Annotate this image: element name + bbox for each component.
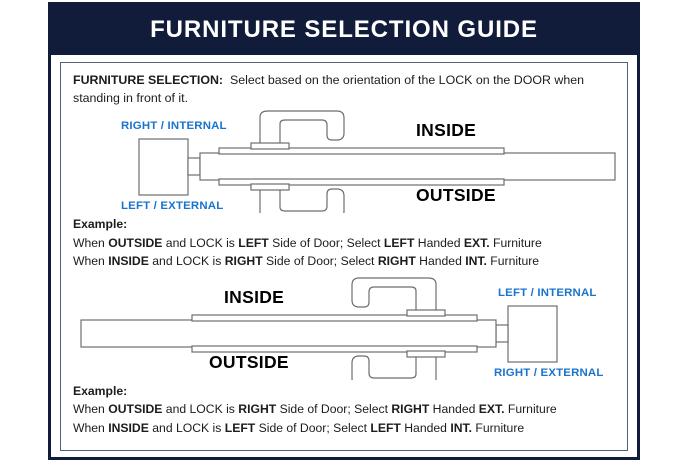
text-fragment: When [73,253,109,268]
intro-text: Select based on the orientation of the L… [73,73,584,105]
text-strong: LEFT [224,420,256,435]
text-strong: INT. [450,420,472,435]
text-fragment: and LOCK is [148,253,225,268]
label-inside: INSIDE [224,287,284,307]
example-top-line-1: When OUTSIDE and LOCK is LEFT Side of Do… [73,234,615,252]
label-left-external: LEFT / EXTERNAL [121,200,223,212]
guide-body-panel: FURNITURE SELECTION: Select based on the… [60,62,628,451]
lock-right-hinge-diagram: LEFT / INTERNAL RIGHT / EXTERNAL INSIDE … [61,276,627,381]
text-strong: INT. [465,253,487,268]
text-strong: EXT. [478,402,505,417]
label-left-internal: LEFT / INTERNAL [498,287,597,299]
text-strong: EXT. [463,235,490,250]
lever-handle-outside-inner [279,189,328,212]
example-top-title: Example: [73,217,128,232]
text-fragment: and LOCK is [162,402,239,417]
text-fragment: When [73,420,109,435]
furniture-selection-guide-card: FURNITURE SELECTION GUIDE FURNITURE SELE… [48,2,640,460]
lock-body-rect [507,305,558,363]
text-strong: LEFT [370,420,401,435]
text-strong: INSIDE [108,253,149,268]
example-block-top: Example: When OUTSIDE and LOCK is LEFT S… [61,213,627,270]
lever-handle-outside-outer [351,355,437,381]
example-top-line-2: When INSIDE and LOCK is RIGHT Side of Do… [73,252,615,270]
text-strong: RIGHT [377,253,416,268]
lock-left-hinge-diagram: RIGHT / INTERNAL LEFT / EXTERNAL INSIDE … [61,109,627,214]
handle-rose-outside [250,183,290,191]
text-strong: RIGHT [391,402,430,417]
text-strong: RIGHT [238,402,277,417]
example-bottom-line-2: When INSIDE and LOCK is LEFT Side of Doo… [73,419,615,437]
label-inside: INSIDE [416,120,476,140]
text-strong: RIGHT [224,253,263,268]
escutcheon-plate-inside [218,147,505,155]
escutcheon-plate-inside [191,314,478,322]
text-strong: OUTSIDE [108,402,163,417]
lock-spindle [495,324,509,343]
lever-handle-inside-outer [351,277,437,311]
lever-handle-outside-outer [259,188,345,214]
label-right-external: RIGHT / EXTERNAL [494,367,604,379]
text-fragment: Furniture [489,235,542,250]
intro-label: FURNITURE SELECTION: [73,73,224,87]
example-block-bottom: Example: When OUTSIDE and LOCK is RIGHT … [61,380,627,437]
text-fragment: Side of Door; Select [268,235,384,250]
label-right-internal: RIGHT / INTERNAL [121,120,227,132]
page-title: FURNITURE SELECTION GUIDE [150,16,538,43]
text-fragment: When [73,402,109,417]
handle-rose-inside [406,309,446,317]
escutcheon-plate-outside [218,178,505,186]
label-outside: OUTSIDE [209,352,289,372]
door-slab [80,319,497,348]
lever-handle-outside-inner [368,356,417,379]
text-fragment: Side of Door; Select [276,402,392,417]
text-fragment: Handed [429,402,479,417]
handle-rose-outside [406,350,446,358]
lever-handle-inside-inner [279,119,328,144]
text-fragment: Furniture [486,253,540,268]
text-strong: LEFT [238,235,269,250]
lever-handle-inside-outer [259,110,345,144]
handle-rose-inside [250,142,290,150]
example-bottom-title: Example: [73,384,128,399]
door-slab [199,152,616,181]
text-fragment: and LOCK is [162,235,239,250]
text-fragment: Handed [400,420,451,435]
text-fragment: Side of Door; Select [262,253,378,268]
text-strong: INSIDE [108,420,149,435]
text-strong: LEFT [383,235,415,250]
label-outside: OUTSIDE [416,185,496,205]
intro-paragraph: FURNITURE SELECTION: Select based on the… [61,63,627,109]
lock-spindle [187,157,201,176]
text-fragment: Furniture [504,402,557,417]
lock-body-rect [138,138,189,196]
text-fragment: and LOCK is [148,420,225,435]
text-fragment: Side of Door; Select [255,420,371,435]
text-fragment: Furniture [472,420,525,435]
lever-handle-inside-inner [368,286,417,311]
text-fragment: When [73,235,109,250]
guide-title-bar: FURNITURE SELECTION GUIDE [51,5,637,55]
example-bottom-line-1: When OUTSIDE and LOCK is RIGHT Side of D… [73,400,615,418]
escutcheon-plate-outside [191,345,478,353]
text-fragment: Handed [415,253,466,268]
text-fragment: Handed [414,235,464,250]
text-strong: OUTSIDE [108,235,163,250]
